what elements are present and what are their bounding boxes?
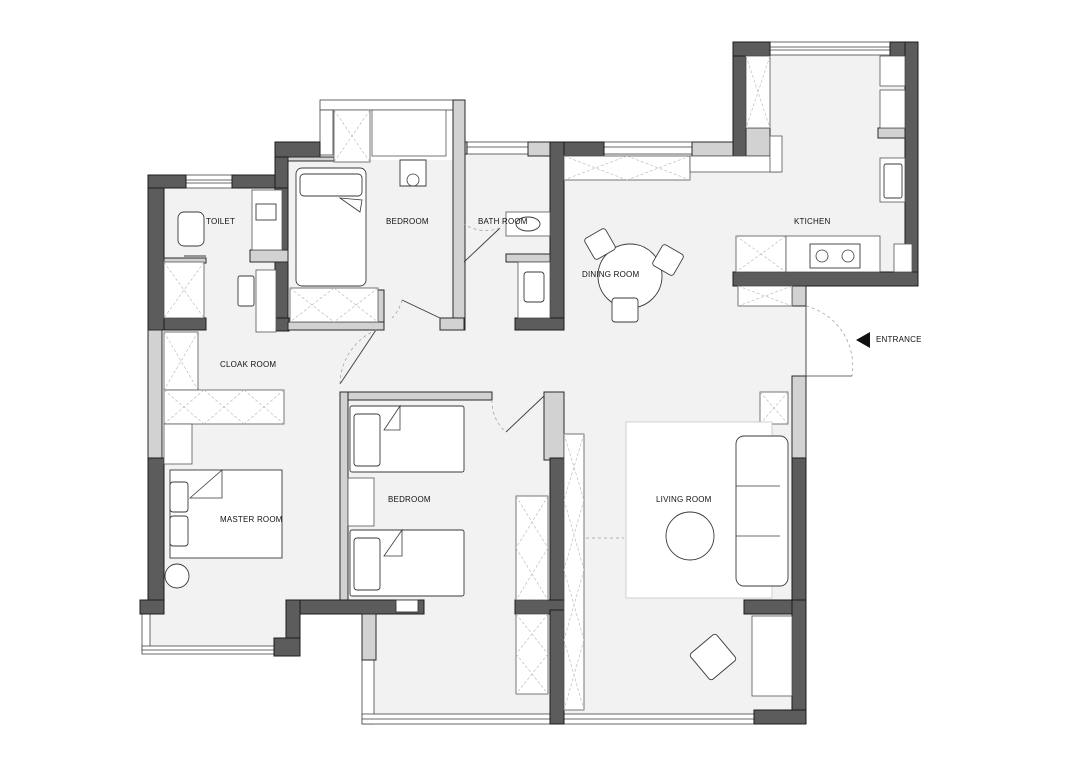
label-entrance: ENTRANCE: [876, 335, 922, 344]
furniture: [164, 159, 789, 681]
sofa: [735, 435, 789, 587]
entrance-marker: ENTRANCE: [856, 332, 922, 348]
label-dining-room: DINING ROOM: [582, 270, 639, 279]
label-living-room: LIVING ROOM: [656, 495, 712, 504]
label-toilet: TOILET: [206, 217, 235, 226]
room-labels: TOILET BEDROOM BATH ROOM KTICHEN DINING …: [206, 217, 831, 524]
label-kitchen: KTICHEN: [794, 217, 831, 226]
cabinetry: [163, 55, 913, 711]
entrance-arrow-icon: [856, 332, 870, 348]
label-cloak-room: CLOAK ROOM: [220, 360, 276, 369]
label-bath-room: BATH ROOM: [478, 217, 528, 226]
doors: [184, 223, 854, 433]
label-bedroom-middle: BEDROOM: [388, 495, 431, 504]
master-bed: [169, 469, 283, 559]
label-master-room: MASTER ROOM: [220, 515, 283, 524]
coffee-table: [665, 511, 715, 561]
label-bedroom-top: BEDROOM: [386, 217, 429, 226]
exterior-walls: [139, 41, 919, 725]
